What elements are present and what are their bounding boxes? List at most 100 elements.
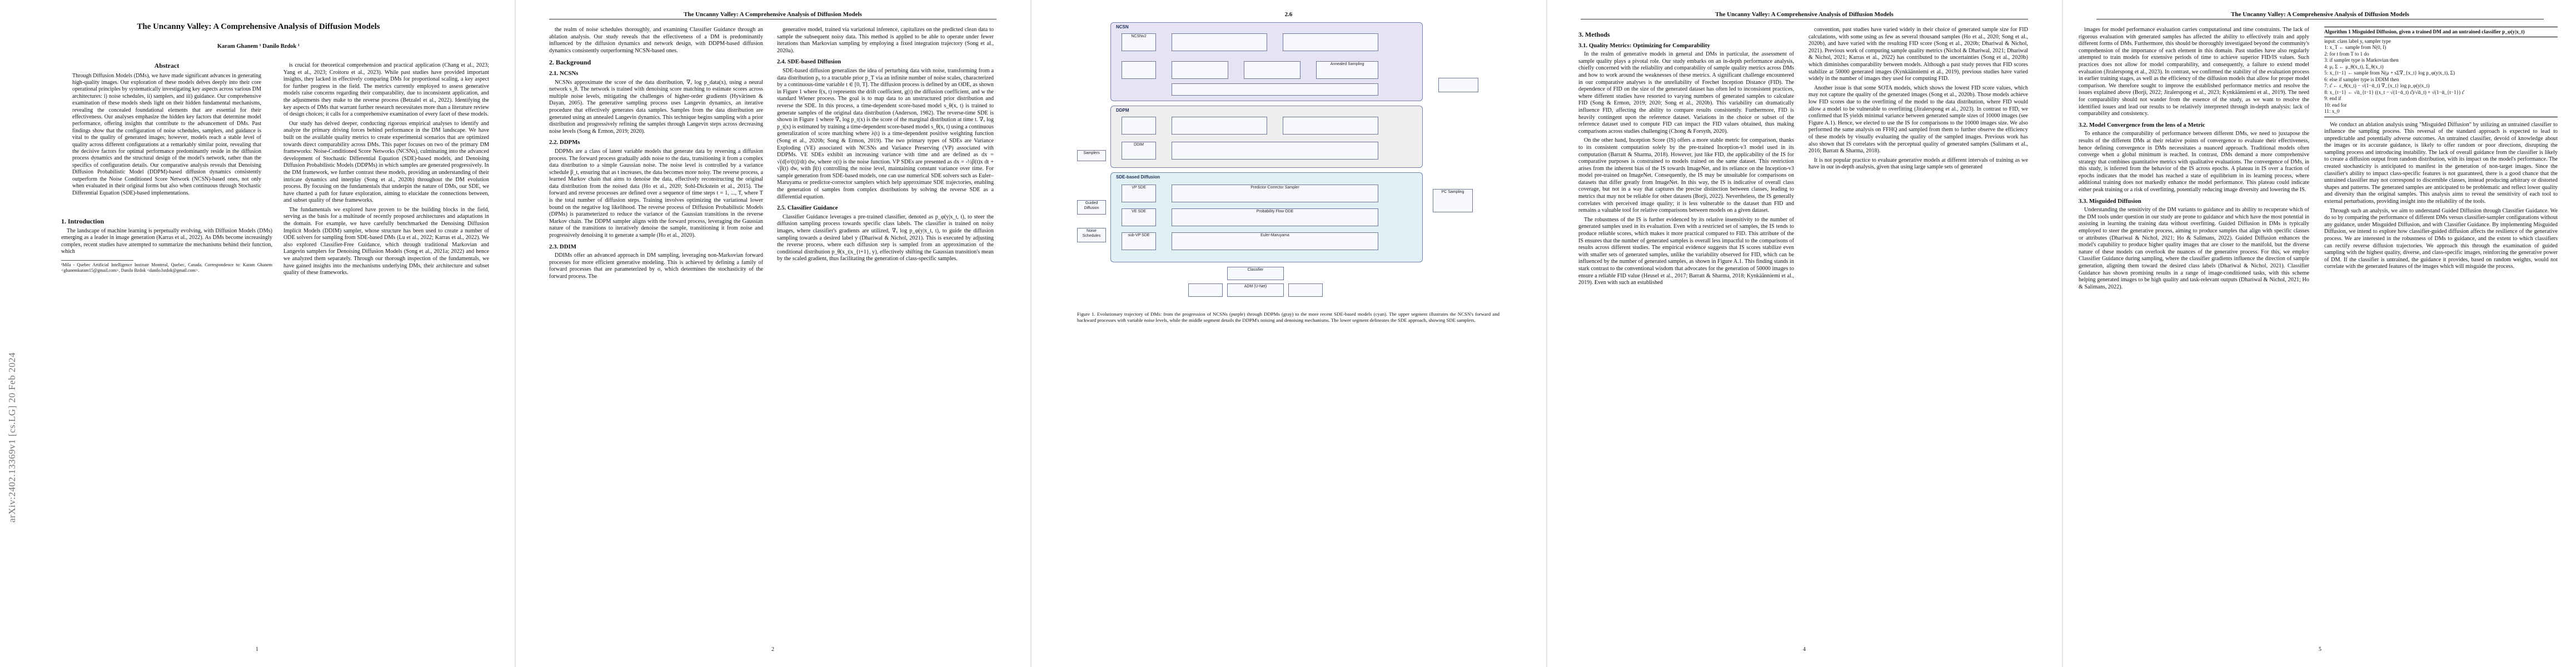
page5-column-left: images for model performance evaluation …: [2079, 27, 2309, 293]
page1-column-left: Abstract Through Diffusion Models (DMs),…: [61, 62, 272, 273]
paragraph: generative model, trained via variationa…: [777, 27, 994, 54]
paragraph: To enhance the comparability of performa…: [2079, 131, 2309, 193]
running-head: 2.6: [1284, 11, 1293, 18]
page-divider: [2062, 0, 2063, 667]
page-divider: [1546, 0, 1547, 667]
page-4: The Uncanny Valley: A Comprehensive Anal…: [1547, 0, 2061, 667]
running-head: The Uncanny Valley: A Comprehensive Anal…: [684, 11, 862, 18]
paragraph: It is not popular practice to evaluate g…: [1808, 157, 2028, 171]
samplers-box: Samplers: [1077, 150, 1106, 161]
abstract-text: Through Diffusion Models (DMs), we have …: [72, 72, 261, 196]
ddpm-label: DDPM: [1116, 108, 1129, 113]
paragraph: DDIMs offer an advanced approach in DM s…: [549, 252, 763, 280]
paragraph: SDE-based diffusion generalizes the idea…: [777, 67, 994, 200]
intro-heading: 1. Introduction: [61, 217, 104, 225]
classifier-box: Classifier: [1227, 267, 1284, 280]
ncsn-box: [1122, 61, 1156, 79]
page-divider: [515, 0, 516, 667]
page5-column-right: Algorithm 1 Misguided Diffusion, given a…: [2324, 27, 2558, 273]
sde-box: Probability Flow ODE: [1172, 208, 1378, 226]
bottom-box: [1288, 283, 1323, 297]
ddpm-box: [1283, 117, 1378, 135]
paragraph: Through such an analysis, we aim to unde…: [2324, 207, 2558, 270]
sde-label: SDE-based Diffusion: [1116, 175, 1160, 180]
adm-box: ADM (U-Net): [1227, 283, 1284, 297]
subsection-heading: 2.4. SDE-based Diffusion: [777, 58, 841, 66]
page4-column-left: 3. Methods 3.1. Quality Metrics: Optimiz…: [1578, 27, 1794, 289]
footnote-rule: [61, 260, 133, 262]
noise-box: [1438, 78, 1478, 92]
subsection-heading: 2.2. DDPMs: [549, 139, 580, 146]
running-head: The Uncanny Valley: A Comprehensive Anal…: [1715, 11, 1894, 18]
paragraph: NCSNs approximate the score of the data …: [549, 79, 763, 135]
page1-col2-paragraph: Our study has delved deeper, conducting …: [283, 120, 489, 204]
footnote-text: ¹Mila - Quebec Artificial Intelligence I…: [61, 262, 272, 273]
page1-column-right: is crucial for theoretical comprehension…: [283, 62, 489, 279]
algorithm-line: 3: if sampler type is Markovian then: [2324, 57, 2399, 63]
paragraph: We conduct an ablation analysis using "M…: [2324, 121, 2558, 205]
arxiv-stamp: arXiv:2402.13369v1 [cs.LG] 20 Feb 2024: [1, 133, 18, 534]
page-number: 5: [2319, 646, 2321, 653]
sde-box: VP SDE: [1122, 185, 1156, 202]
algorithm-line: 8: x_{t−1} ← √ᾱ_{t−1} ((x_t − √(1−ᾱ_t) ε…: [2324, 89, 2464, 95]
paper-title: The Uncanny Valley: A Comprehensive Anal…: [137, 22, 380, 31]
guided-diffusion-box: Guided Diffusion: [1077, 200, 1106, 215]
subsection-heading: 2.1. NCSNs: [549, 69, 579, 77]
sde-box: Predictor-Corrector Sampler: [1172, 185, 1378, 202]
algorithm-line: 9: end if: [2324, 96, 2341, 101]
sde-box: Euler-Maruyama: [1172, 232, 1378, 250]
paragraph: The robustness of the IS is further evid…: [1578, 216, 1794, 286]
figure-caption: Figure 1. Evolutionary trajectory of DMs…: [1077, 311, 1499, 323]
page1-col2-paragraph: is crucial for theoretical comprehension…: [283, 62, 489, 118]
subsection-heading: 2.3. DDIM: [549, 243, 576, 250]
subsection-heading: 3.3. Misguided Diffusion: [2079, 197, 2141, 205]
page-2: The Uncanny Valley: A Comprehensive Anal…: [516, 0, 1030, 667]
ncsn-box: [1172, 83, 1378, 96]
subsection-heading: 3.1. Quality Metrics: Optimizing for Com…: [1578, 42, 1711, 49]
page2-column-right: generative model, trained via variationa…: [777, 27, 994, 265]
section-heading: 2. Background: [549, 58, 591, 67]
intro-paragraph: The landscape of machine learning is per…: [61, 227, 272, 255]
algorithm-1: Algorithm 1 Misguided Diffusion, given a…: [2324, 27, 2558, 117]
paragraph: DDPMs are a class of latent variable mod…: [549, 148, 763, 239]
arxiv-stamp-text: arXiv:2402.13369v1 [cs.LG] 20 Feb 2024: [7, 352, 17, 522]
ddpm-box: [1122, 117, 1156, 135]
page-number: 4: [1803, 646, 1806, 653]
algorithm-line: 6: else if sampler type is DDIM then: [2324, 76, 2399, 82]
page1-col2-paragraph: The fundamentals we explored have proven…: [283, 206, 489, 276]
ddpm-box: [1172, 142, 1378, 160]
ncsn-box: Annealed Sampling: [1316, 61, 1378, 79]
paragraph: On the other hand, Inception Score (IS) …: [1578, 137, 1794, 214]
ncsn-box: [1172, 61, 1228, 79]
algorithm-line: 10: end for: [2324, 102, 2347, 108]
abstract-heading: Abstract: [154, 62, 180, 69]
paragraph: Understanding the sensitivity of the DM …: [2079, 207, 2309, 290]
page-3: 2.6 NCSN NCSNv2 Annealed Sampling DDPM D…: [1032, 0, 1546, 667]
page-1: arXiv:2402.13369v1 [cs.LG] 20 Feb 2024 T…: [0, 0, 514, 667]
subsection-heading: 2.5. Classifier Guidance: [777, 205, 838, 212]
algorithm-line: 2: for t from T to 1 do: [2324, 51, 2369, 57]
page-number: 1: [256, 646, 258, 653]
algorithm-title: Algorithm 1 Misguided Diffusion, given a…: [2324, 29, 2558, 37]
algorithm-line: 7: ε̂ ← ε_θ(x_t) − √(1−ᾱ_t) ∇_{x_t} log …: [2324, 83, 2430, 88]
paper-authors: Karam Ghanem ¹ Danilo Bzdok ¹: [217, 43, 300, 49]
algorithm-line: 5: x_{t−1} ← sample from N(μ + sΣ∇_{x_t}…: [2324, 70, 2455, 76]
figure-1: NCSN NCSNv2 Annealed Sampling DDPM DDIM …: [1077, 22, 1499, 306]
ncsn-box: [1283, 33, 1378, 51]
paragraph: images for model performance evaluation …: [2079, 27, 2309, 117]
paragraph: Another issue is that some SOTA models, …: [1808, 84, 2028, 155]
algorithm-line: 11: x_0: [2324, 108, 2340, 114]
bottom-box: [1188, 283, 1223, 297]
ncsn-box: [1172, 33, 1267, 51]
ddpm-box: [1172, 117, 1267, 135]
page-5: The Uncanny Valley: A Comprehensive Anal…: [2063, 0, 2576, 667]
page2-column-left: the realm of noise schedules thoroughly,…: [549, 27, 763, 283]
noise-schedules-box: Noise Schedules: [1077, 228, 1106, 242]
ddpm-box: DDIM: [1122, 142, 1156, 160]
running-head: The Uncanny Valley: A Comprehensive Anal…: [2231, 11, 2409, 18]
algorithm-line: input: class label y, sampler type: [2324, 38, 2391, 44]
ncsn-box: NCSNv2: [1122, 33, 1156, 51]
subsection-heading: 3.2. Model Convergence from the lens of …: [2079, 121, 2205, 128]
page-number: 2: [771, 646, 774, 653]
section-heading: 3. Methods: [1578, 31, 1610, 38]
